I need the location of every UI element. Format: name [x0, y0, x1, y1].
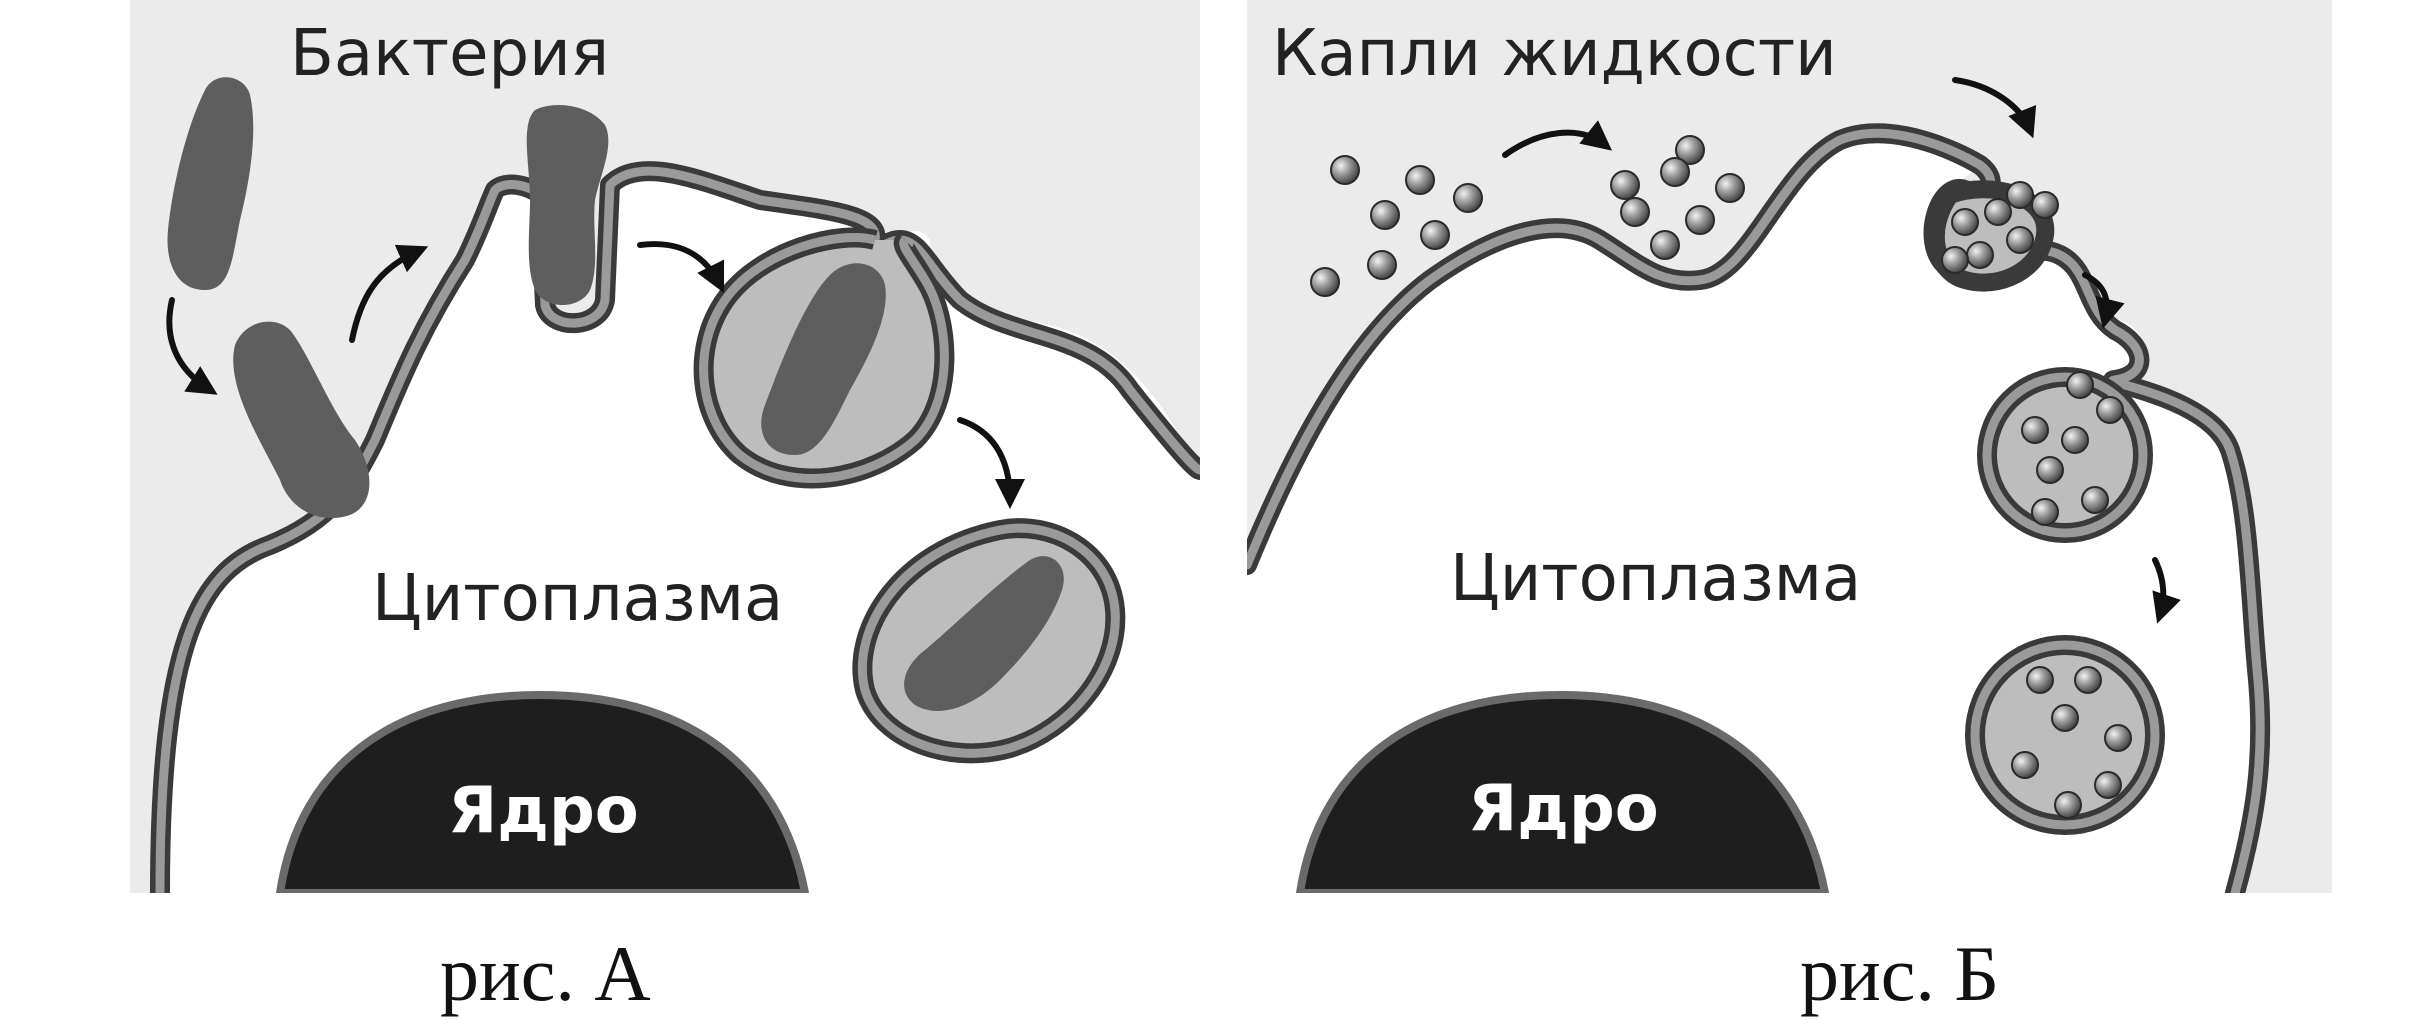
droplet [2006, 226, 2034, 254]
arrow-a-3 [637, 241, 725, 294]
caption-b: рис. Б [1800, 930, 1999, 1017]
nucleus-b [1295, 690, 1830, 893]
droplet [2006, 181, 2034, 209]
panel-a: Бактерия Цитоплазма Ядро [130, 0, 1200, 893]
droplets [1310, 135, 2132, 819]
arrow-b-2 [1952, 77, 2037, 139]
panel-b: Капли жидкости Цитоплазма Ядро [1247, 0, 2332, 893]
droplet [2096, 396, 2124, 424]
caption-a: рис. А [440, 930, 651, 1017]
bacterium-2 [233, 321, 370, 519]
label-cytoplasm-b: Цитоплазма [1450, 542, 1861, 616]
label-droplets: Капли жидкости [1272, 17, 1837, 91]
droplet [1660, 157, 1690, 187]
droplet [2094, 771, 2122, 799]
label-bacterium: Бактерия [290, 17, 609, 91]
droplet [1453, 183, 1483, 213]
droplet [2104, 724, 2132, 752]
droplet [2054, 791, 2082, 819]
bacterium-3 [526, 105, 609, 305]
droplet [1620, 197, 1650, 227]
label-nucleus-b: Ядро [1468, 772, 1659, 846]
droplet [1715, 173, 1745, 203]
droplet [1420, 220, 1450, 250]
droplet [1650, 230, 1680, 260]
droplet [1367, 250, 1397, 280]
engulfed-bacterium-1 [761, 263, 886, 455]
engulfed-bacterium-2 [904, 556, 1064, 711]
arrow-a-2 [349, 244, 429, 343]
droplet [2026, 666, 2054, 694]
droplet [1675, 135, 1705, 165]
droplet [1330, 155, 1360, 185]
droplet [2031, 498, 2059, 526]
droplet [1951, 208, 1979, 236]
droplet [2031, 191, 2059, 219]
droplet [2021, 416, 2049, 444]
bacterium-1 [167, 77, 254, 291]
label-nucleus-a: Ядро [448, 774, 639, 848]
droplet [1310, 267, 1340, 297]
label-cytoplasm-a: Цитоплазма [372, 562, 783, 636]
droplet [2074, 666, 2102, 694]
droplet [1984, 198, 2012, 226]
droplet [1405, 165, 1435, 195]
droplet [2081, 486, 2109, 514]
droplet [2066, 371, 2094, 399]
droplet [2061, 426, 2089, 454]
arrow-b-1 [1502, 120, 1613, 158]
droplet [1685, 205, 1715, 235]
phagosome-2 [852, 518, 1126, 764]
droplet [2011, 751, 2039, 779]
droplet [2051, 704, 2079, 732]
droplet [1941, 246, 1969, 274]
phagosome-1 [693, 227, 955, 489]
arrow-a-1 [166, 297, 218, 395]
arrow-b-3 [2082, 272, 2125, 329]
droplet [1610, 170, 1640, 200]
nucleus-a [275, 690, 810, 893]
droplet [1966, 241, 1994, 269]
droplet [2036, 456, 2064, 484]
arrow-b-4 [2152, 557, 2181, 624]
droplet [1370, 200, 1400, 230]
arrow-a-4 [957, 417, 1025, 509]
